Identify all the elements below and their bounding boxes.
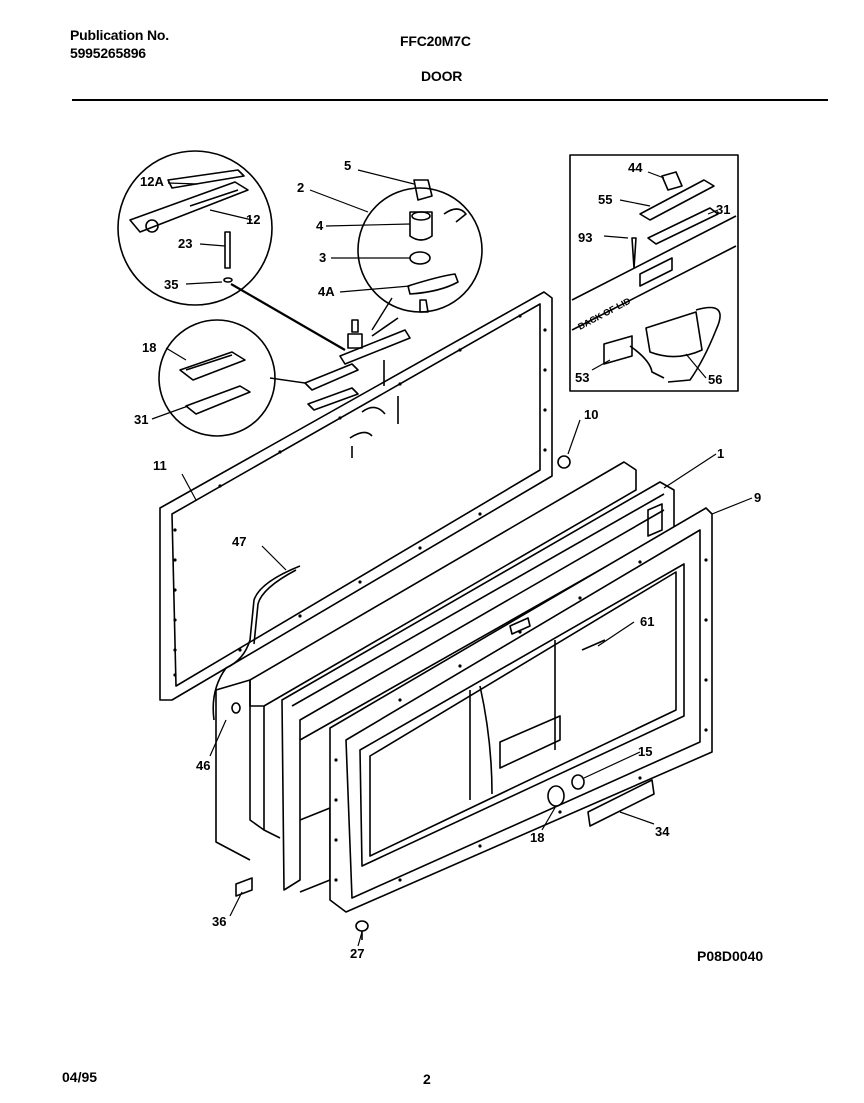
callout-1: 1 (717, 446, 724, 461)
door-liner (215, 461, 637, 861)
callout-12: 12 (246, 212, 260, 227)
callout-36: 36 (212, 914, 226, 929)
callout-56: 56 (708, 372, 722, 387)
back-of-lid-detail-box (569, 154, 739, 392)
door-gasket (281, 481, 675, 893)
callout-9: 9 (754, 490, 761, 505)
model-number: FFC20M7C (400, 33, 471, 49)
page-number: 2 (423, 1071, 431, 1087)
callout-47: 47 (232, 534, 246, 549)
callout-23: 23 (178, 236, 192, 251)
callout-55: 55 (598, 192, 612, 207)
publication-date: 04/95 (62, 1069, 98, 1085)
door-back-panel (159, 291, 553, 701)
callout-4a: 4A (318, 284, 335, 299)
callout-35: 35 (164, 277, 178, 292)
callout-3: 3 (319, 250, 326, 265)
callout-53: 53 (575, 370, 589, 385)
handle-detail-circle (158, 319, 276, 437)
callout-10: 10 (584, 407, 598, 422)
door-outer-shell (329, 507, 713, 913)
callout-93: 93 (578, 230, 592, 245)
callout-61: 61 (640, 614, 654, 629)
callout-31-handle: 31 (134, 412, 148, 427)
callout-12a: 12A (140, 174, 164, 189)
hinge-assembly-on-door (304, 317, 411, 458)
callout-46: 46 (196, 758, 210, 773)
header-rule (72, 99, 828, 101)
hinge-cam-detail-circle (357, 179, 483, 313)
callout-5: 5 (344, 158, 351, 173)
publication-label: Publication No. (70, 27, 169, 43)
callout-34: 34 (655, 824, 670, 839)
callout-4: 4 (316, 218, 324, 233)
callout-18-handle: 18 (142, 340, 156, 355)
publication-number: 5995265896 (70, 45, 146, 61)
drawing-code: P08D0040 (697, 948, 764, 964)
callout-18-lock: 18 (530, 830, 544, 845)
section-title: DOOR (421, 68, 463, 84)
callout-2: 2 (297, 180, 304, 195)
callout-27: 27 (350, 946, 364, 961)
callout-11: 11 (153, 458, 167, 473)
callout-15: 15 (638, 744, 652, 759)
callout-44: 44 (628, 160, 643, 175)
hinge-hardware-detail-circle (117, 150, 273, 306)
callout-31-lid: 31 (716, 202, 730, 217)
